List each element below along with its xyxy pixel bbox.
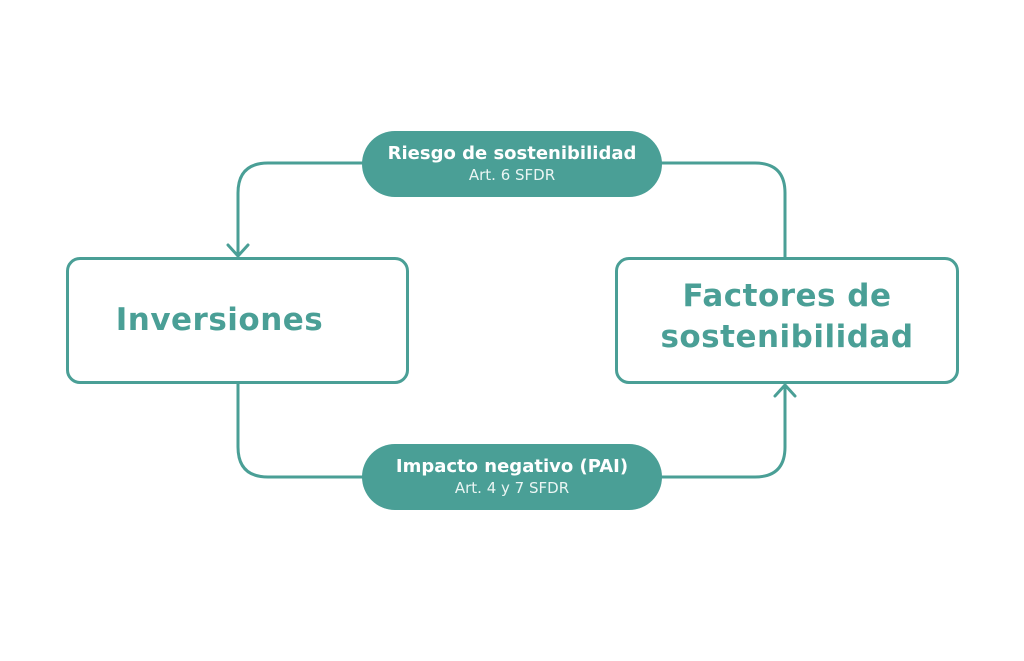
sustainability-risk-title: Riesgo de sostenibilidad: [387, 143, 637, 164]
negative-impact-subtitle: Art. 4 y 7 SFDR: [454, 479, 570, 497]
arrowhead-down-icon: [226, 243, 250, 258]
negative-impact-title: Impacto negativo (PAI): [395, 456, 629, 477]
arrowhead-up-icon: [773, 383, 797, 398]
sustainability-factors-label: Factores de sostenibilidad: [660, 277, 914, 355]
investments-node: Inversiones: [66, 257, 409, 384]
sustainability-factors-node: Factores de sostenibilidad: [615, 257, 959, 384]
sustainability-risk-pill: Riesgo de sostenibilidad Art. 6 SFDR: [362, 131, 662, 197]
negative-impact-pill: Impacto negativo (PAI) Art. 4 y 7 SFDR: [362, 444, 662, 510]
sustainability-risk-subtitle: Art. 6 SFDR: [468, 166, 556, 184]
investments-label: Inversiones: [115, 302, 324, 338]
